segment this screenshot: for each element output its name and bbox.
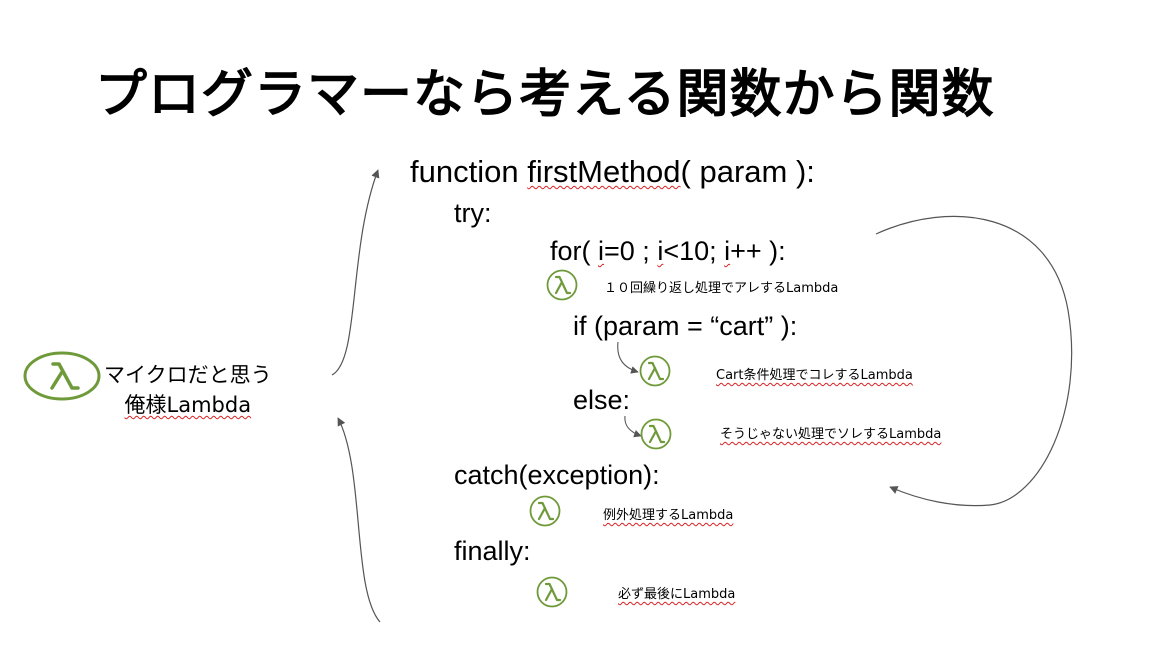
- code-line-function: function firstMethod( param ):: [410, 154, 815, 190]
- code-line-if: if (param = “cart” ):: [573, 311, 798, 341]
- left-label: マイクロだと思う 俺様Lambda: [104, 360, 272, 420]
- code-for-mid2: <10;: [663, 236, 725, 266]
- code-line-try: try:: [454, 198, 492, 228]
- lambda-icon-finally: [536, 576, 568, 608]
- left-label-line1: マイクロだと思う: [104, 363, 272, 387]
- left-label-line2: 俺様Lambda: [124, 393, 252, 417]
- slide-title: プログラマーなら考える関数から関数: [95, 65, 995, 125]
- code-for-i2: i: [657, 236, 664, 266]
- loop-back-arrow: [875, 215, 1073, 507]
- code-line-for: for( i=0 ; i<10; i++ ):: [550, 236, 786, 267]
- aws-lambda-icon: [23, 351, 101, 401]
- code-fn-name: firstMethod: [527, 154, 681, 189]
- annotation-exception: 例外処理するLambda: [603, 508, 734, 523]
- code-for-prefix: for(: [550, 236, 599, 266]
- lambda-icon-loop: [546, 269, 578, 301]
- arrow-to-function: [331, 169, 380, 376]
- code-for-mid1: =0 ;: [604, 236, 658, 266]
- lambda-icon-exception: [529, 495, 561, 527]
- code-for-i3: i: [724, 236, 731, 266]
- code-line-finally: finally:: [454, 536, 531, 566]
- annotation-else: そうじゃない処理でソレするLambda: [720, 427, 942, 442]
- lambda-icon-else: [640, 418, 672, 450]
- annotation-finally: 必ず最後にLambda: [618, 587, 736, 602]
- code-for-i1: i: [598, 236, 605, 266]
- lambda-icon-cart: [639, 355, 671, 387]
- annotation-cart: Cart条件処理でコレするLambda: [716, 368, 913, 383]
- annotation-loop: １０回繰り返し処理でアレするLambda: [604, 281, 839, 296]
- arrow-if-to-cart: [617, 341, 639, 374]
- code-for-end: ++ ):: [730, 236, 786, 266]
- arrow-else-to-lambda: [624, 415, 642, 438]
- code-fn-params: ( param ):: [680, 154, 815, 189]
- code-line-else: else:: [573, 385, 631, 415]
- code-line-catch: catch(exception):: [454, 460, 660, 490]
- arrow-to-label: [337, 417, 381, 623]
- code-fn-keyword: function: [410, 154, 528, 189]
